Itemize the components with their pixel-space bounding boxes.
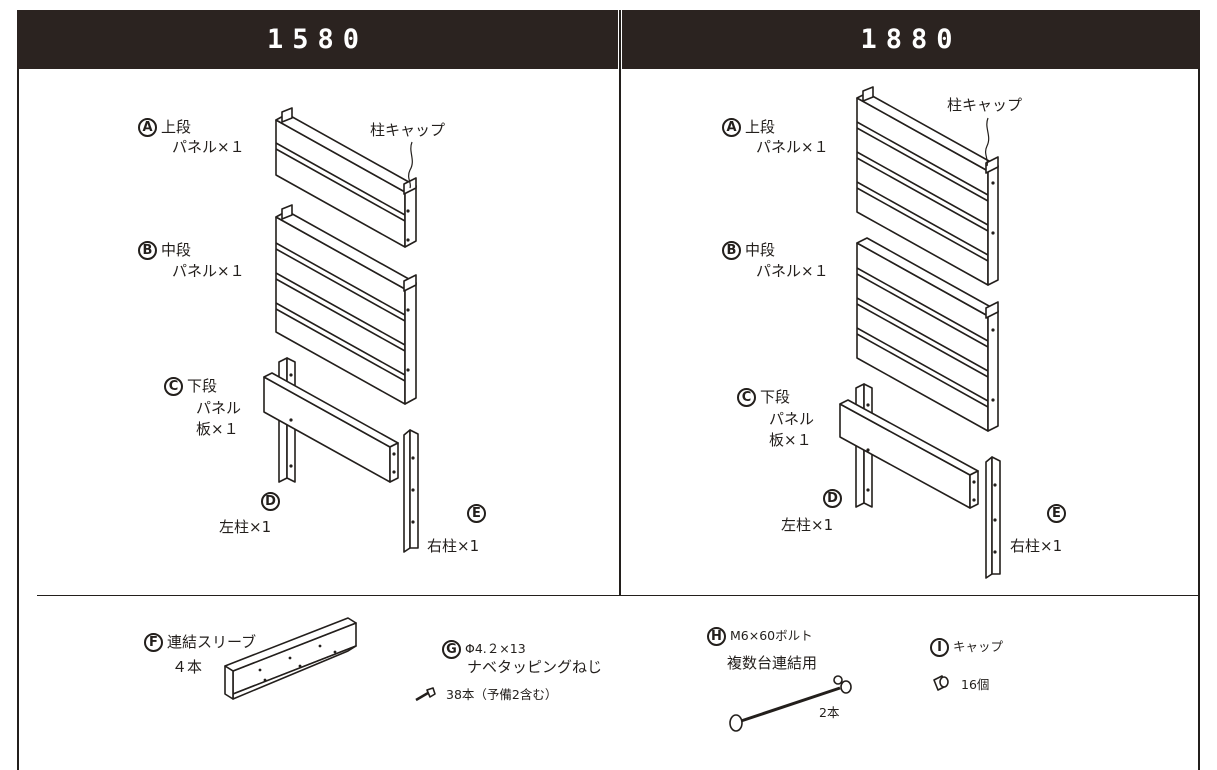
left-badge-b: B	[138, 241, 157, 260]
cap-drawing	[933, 675, 949, 691]
part-g-spec: Φ4.２×13	[465, 641, 526, 656]
right-c-line1: 下段	[760, 388, 791, 406]
part-badge-g: G	[442, 640, 461, 659]
part-i-name: キャップ	[953, 639, 1004, 654]
part-g-name: ナベタッピングねじ	[467, 658, 603, 676]
right-badge-c: C	[737, 388, 756, 407]
right-badge-d: D	[823, 489, 842, 508]
left-c-line3: 板×１	[196, 420, 239, 438]
left-a-line2: パネル×１	[172, 138, 245, 156]
right-badge-a: A	[722, 118, 741, 137]
right-c-line3: 板×１	[769, 431, 812, 449]
header-1580: 1580	[17, 10, 618, 69]
right-upper-panel-drawing	[856, 86, 999, 286]
right-label-d: D	[823, 489, 846, 508]
right-badge-e: E	[1047, 504, 1066, 523]
right-a-line2: パネル×１	[756, 138, 829, 156]
part-h-qty: 2本	[819, 705, 840, 720]
part-h-label: H M6×60ボルト	[707, 627, 813, 646]
right-a-line1: 上段	[745, 118, 776, 136]
right-e-text: 右柱×1	[1010, 537, 1063, 555]
parts-divider	[37, 595, 1200, 596]
part-h-name: 複数台連結用	[727, 654, 818, 672]
left-c-line2: パネル	[196, 399, 242, 417]
left-badge-a: A	[138, 118, 157, 137]
part-h-spec: M6×60ボルト	[730, 628, 813, 643]
part-badge-f: F	[144, 633, 163, 652]
left-right-post-drawing	[403, 429, 419, 553]
part-badge-i: I	[930, 638, 949, 657]
right-right-post-drawing	[985, 456, 1001, 579]
right-label-e: E	[1047, 504, 1070, 523]
left-c-line1: 下段	[187, 377, 218, 395]
left-upper-panel-drawing	[275, 107, 417, 248]
part-i-qty: 16個	[961, 677, 990, 692]
left-a-line1: 上段	[161, 118, 192, 136]
right-b-line1: 中段	[745, 241, 776, 259]
part-f-qty: ４本	[172, 658, 203, 676]
sleeve-drawing	[224, 617, 357, 700]
sheet-frame	[17, 10, 1200, 770]
left-label-e: E	[467, 504, 490, 523]
header-1880: 1880	[622, 10, 1200, 69]
left-b-line2: パネル×１	[172, 262, 245, 280]
right-d-text: 左柱×1	[781, 516, 834, 534]
part-f-name: 連結スリーブ	[167, 633, 257, 651]
left-middle-panel-drawing	[275, 204, 417, 405]
right-cap-label: 柱キャップ	[947, 96, 1023, 114]
left-lower-board-drawing	[263, 372, 399, 483]
part-i-label: I キャップ	[930, 638, 1003, 657]
left-b-line1: 中段	[161, 241, 192, 259]
column-divider	[619, 10, 621, 595]
left-badge-e: E	[467, 504, 486, 523]
part-badge-h: H	[707, 627, 726, 646]
left-e-text: 右柱×1	[427, 537, 480, 555]
right-cap-leader	[984, 117, 990, 167]
left-label-d: D	[261, 492, 284, 511]
right-b-line2: パネル×１	[756, 262, 829, 280]
right-c-line2: パネル	[769, 410, 815, 428]
right-badge-b: B	[722, 241, 741, 260]
right-middle-panel-drawing	[856, 237, 999, 432]
bolt-drawing	[729, 675, 852, 732]
left-badge-c: C	[164, 377, 183, 396]
right-lower-board-drawing	[839, 399, 979, 509]
left-d-text: 左柱×1	[219, 518, 272, 536]
screw-drawing	[415, 687, 436, 702]
left-cap-label: 柱キャップ	[370, 121, 446, 139]
left-cap-leader	[407, 141, 413, 189]
left-badge-d: D	[261, 492, 280, 511]
part-g-qty: 38本（予備2含む）	[446, 687, 558, 702]
part-g-label: G Φ4.２×13	[442, 640, 526, 659]
